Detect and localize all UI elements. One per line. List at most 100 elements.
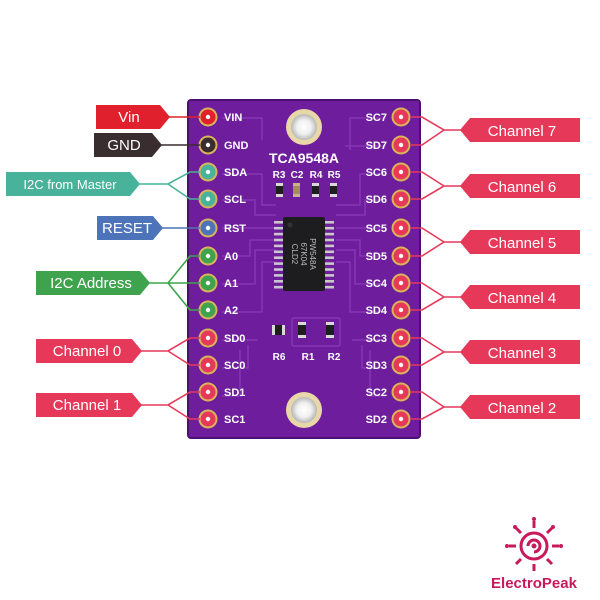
svg-text:I2C from Master: I2C from Master <box>23 177 117 192</box>
svg-text:Channel 2: Channel 2 <box>488 400 556 417</box>
label-r5: R5 <box>328 170 341 181</box>
left-pin-a0: A0 <box>198 246 238 266</box>
right-pin-label: SC6 <box>366 167 387 179</box>
callout-gnd: GND <box>94 133 162 157</box>
svg-text:PW548A: PW548A <box>308 238 317 270</box>
svg-text:Channel 3: Channel 3 <box>488 345 556 362</box>
right-pin-label: SD7 <box>366 140 387 152</box>
electropeak-logo-icon <box>505 517 563 571</box>
right-pin-label: SD5 <box>366 251 387 263</box>
left-pin-label: SD1 <box>224 387 245 399</box>
right-pin-label: SD4 <box>366 305 388 317</box>
smd-components-bottom <box>272 322 334 338</box>
svg-text:I2C Address: I2C Address <box>50 275 132 292</box>
ch7-line <box>410 116 470 146</box>
callout-channel-2: Channel 2 <box>460 395 580 419</box>
label-r4: R4 <box>310 170 323 181</box>
callout-i2c-master: I2C from Master <box>6 172 140 196</box>
left-pin-label: A1 <box>224 278 238 290</box>
left-pin-label: SC1 <box>224 414 245 426</box>
right-pin-sc2: SC2 <box>366 382 411 402</box>
right-pin-label: SD6 <box>366 194 387 206</box>
label-r6: R6 <box>273 352 286 363</box>
right-pin-sc7: SC7 <box>366 107 411 127</box>
callout-channel-6: Channel 6 <box>460 174 580 198</box>
callout-i2c-address: I2C Address <box>36 271 150 295</box>
right-pin-sc5: SC5 <box>366 218 411 238</box>
ch1-line <box>140 391 200 420</box>
left-pin-label: SDA <box>224 167 247 179</box>
svg-text:Channel 7: Channel 7 <box>488 123 556 140</box>
right-pin-sd2: SD2 <box>366 409 411 429</box>
ic-marking: PW548A 67K04 CLD2 <box>290 238 317 270</box>
left-pin-label: RST <box>224 223 246 235</box>
left-pin-gnd: GND <box>198 135 249 155</box>
right-pin-sd6: SD6 <box>366 189 411 209</box>
right-pin-sc6: SC6 <box>366 162 411 182</box>
left-pin-label: A0 <box>224 251 238 263</box>
callout-reset: RESET <box>97 216 163 240</box>
right-pin-label: SC3 <box>366 333 387 345</box>
callout-channel-7: Channel 7 <box>460 118 580 142</box>
electropeak-logo-text: ElectroPeak <box>491 575 578 592</box>
breakout-board: TCA9548A R3 C2 R4 R5 PW548A 67K04 CLD2 R… <box>187 99 421 439</box>
svg-text:67K04: 67K04 <box>299 242 308 266</box>
left-pin-sda: SDA <box>198 162 247 182</box>
svg-text:Channel 5: Channel 5 <box>488 235 556 252</box>
callout-vin: Vin <box>96 105 170 129</box>
left-pin-a1: A1 <box>198 273 238 293</box>
ch0-line <box>140 337 200 366</box>
svg-text:Vin: Vin <box>118 109 139 126</box>
callout-channel-3: Channel 3 <box>460 340 580 364</box>
right-pin-label: SC5 <box>366 223 387 235</box>
label-r3: R3 <box>273 170 286 181</box>
left-pin-vin: VIN <box>198 107 242 127</box>
left-pin-label: SC0 <box>224 360 245 372</box>
callout-channel-1: Channel 1 <box>36 393 142 417</box>
ch6-line <box>410 171 470 200</box>
left-pin-sc1: SC1 <box>198 409 245 429</box>
right-pin-sd7: SD7 <box>366 135 411 155</box>
right-pin-label: SC7 <box>366 112 387 124</box>
svg-text:RESET: RESET <box>102 220 152 237</box>
right-pin-sc3: SC3 <box>366 328 411 348</box>
traces <box>222 117 386 397</box>
chip-name: TCA9548A <box>269 150 339 166</box>
right-pin-sd4: SD4 <box>366 300 411 320</box>
label-c2: C2 <box>291 170 304 181</box>
svg-text:Channel 1: Channel 1 <box>53 397 121 414</box>
left-pin-sd1: SD1 <box>198 382 245 402</box>
right-pin-sc4: SC4 <box>366 273 411 293</box>
svg-text:GND: GND <box>107 137 141 154</box>
svg-text:Channel 6: Channel 6 <box>488 179 556 196</box>
right-pin-label: SC4 <box>366 278 388 290</box>
left-pin-label: GND <box>224 140 249 152</box>
ic-chip <box>283 217 325 291</box>
left-pin-label: VIN <box>224 112 242 124</box>
left-pin-a2: A2 <box>198 300 238 320</box>
callout-channel-4: Channel 4 <box>460 285 580 309</box>
right-pin-label: SC2 <box>366 387 387 399</box>
label-r2: R2 <box>328 352 341 363</box>
left-pin-sd0: SD0 <box>198 328 245 348</box>
callout-channel-0: Channel 0 <box>36 339 142 363</box>
left-pin-label: A2 <box>224 305 238 317</box>
left-pin-label: SD0 <box>224 333 245 345</box>
left-pin-rst: RST <box>198 218 246 238</box>
svg-text:Channel 4: Channel 4 <box>488 290 556 307</box>
ch3-line <box>410 337 470 366</box>
svg-text:Channel 0: Channel 0 <box>53 343 121 360</box>
right-pin-label: SD3 <box>366 360 387 372</box>
left-pin-scl: SCL <box>198 189 246 209</box>
left-pin-label: SCL <box>224 194 246 206</box>
right-pin-sd3: SD3 <box>366 355 411 375</box>
i2c-address-line <box>148 255 200 311</box>
callout-lines <box>138 116 470 420</box>
right-pin-label: SD2 <box>366 414 387 426</box>
right-pin-sd5: SD5 <box>366 246 411 266</box>
ch2-line <box>410 391 470 420</box>
electropeak-logo: ElectroPeak <box>491 517 578 592</box>
